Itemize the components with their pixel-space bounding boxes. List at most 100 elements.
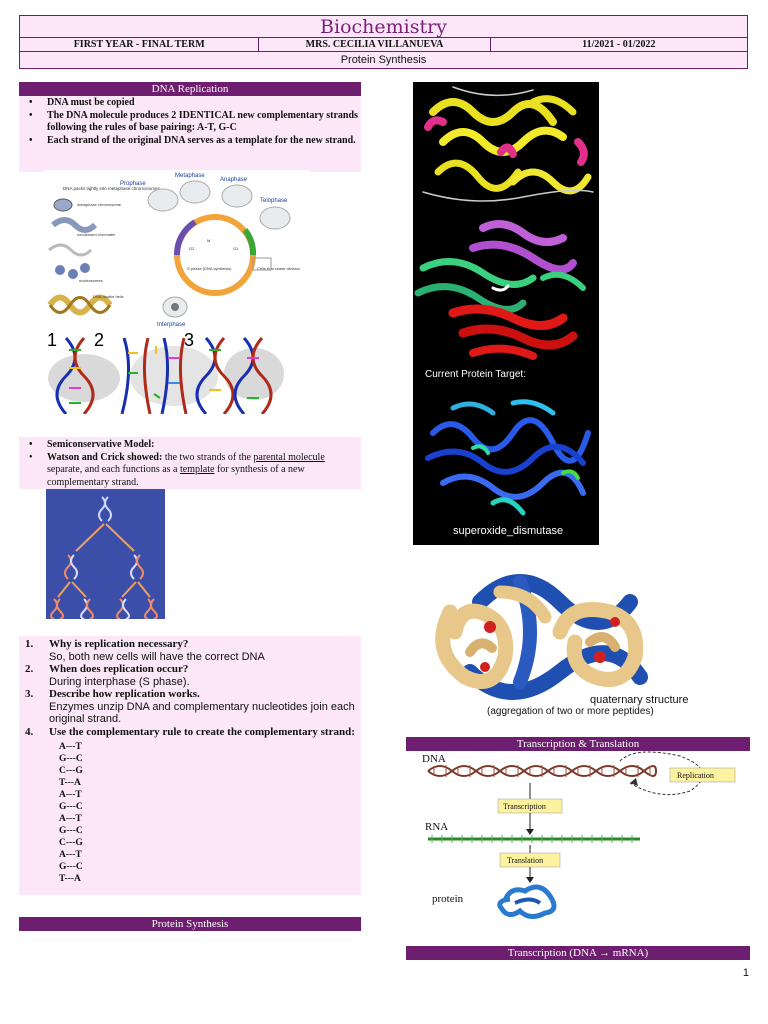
page-number: 1 <box>742 967 749 979</box>
section-bar-protein-synthesis: Protein Synthesis <box>19 917 361 931</box>
base-pair: T---A <box>59 874 81 884</box>
protein-ribbon-svg-1 <box>422 86 594 202</box>
quaternary-svg: quaternary structure (aggregation of two… <box>435 574 688 717</box>
bullet-underlined: template <box>180 464 215 475</box>
question-text: When does replication occur? <box>49 663 189 675</box>
bullet-item: Each strand of the original DNA serves a… <box>19 135 361 148</box>
section-bar-transcription: Transcription (DNA → mRNA) <box>406 946 750 960</box>
label-g2: G2 <box>189 246 195 251</box>
question-text: Why is replication necessary? <box>49 638 189 650</box>
answer-text: So, both new cells will have the correct… <box>49 650 265 663</box>
base-pair: T---A <box>59 778 81 788</box>
replication-bullet-list: DNA must be copied The DNA molecule prod… <box>19 96 361 147</box>
semiconservative-svg <box>50 496 158 619</box>
bullet-text: separate, and each functions as a <box>47 464 180 475</box>
step-number-1: 1 <box>47 330 57 350</box>
bullet-item: DNA must be copied <box>19 97 361 110</box>
bullet-item: Semiconservative Model: <box>19 439 361 452</box>
central-dogma-svg: DNA Replication Transcription RNA Transl… <box>422 751 736 919</box>
questions-list: 1. Why is replication necessary?So, both … <box>19 636 361 738</box>
label-dna: DNA <box>422 753 446 765</box>
step-number-2: 2 <box>94 330 104 350</box>
replication-steps-svg: 1 2 3 <box>44 328 284 414</box>
question-text: Describe how replication works. <box>49 688 200 700</box>
question-item: 2. When does replication occur?During int… <box>19 663 361 688</box>
question-item: 3. Describe how replication works.Enzymes… <box>19 688 361 726</box>
semiconservative-box: Semiconservative Model: Watson and Crick… <box>19 437 361 489</box>
base-pair: G---C <box>59 826 83 836</box>
header-year: FIRST YEAR - FINAL TERM <box>20 38 260 51</box>
questions-box: 1. Why is replication necessary?So, both … <box>19 636 361 895</box>
question-number: 3. <box>25 688 34 700</box>
replication-steps-diagram: 1 2 3 <box>44 328 284 414</box>
protein-image-1 <box>413 82 599 218</box>
bullet-text: the two strands of the <box>162 451 254 463</box>
protein-ribbon-svg-3 <box>425 399 591 516</box>
label-replication: Replication <box>677 771 714 780</box>
section-bar-transcription-translation: Transcription & Translation <box>406 737 750 751</box>
label-anaphase: Anaphase <box>220 177 248 183</box>
central-dogma-diagram: DNA Replication Transcription RNA Transl… <box>420 751 750 926</box>
label-double-helix: DNA double helix <box>93 294 124 299</box>
bullet-item: Watson and Crick showed: the two strands… <box>19 452 361 490</box>
question-item: 4. Use the complementary rule to create t… <box>19 726 361 739</box>
question-number: 4. <box>25 725 34 738</box>
base-pair: C---G <box>59 838 83 848</box>
page-header: Biochemistry FIRST YEAR - FINAL TERM MRS… <box>19 15 748 69</box>
replication-bullets-box: DNA must be copied The DNA molecule prod… <box>19 96 361 172</box>
label-metaphase-chromosome: metaphase chromosome <box>77 202 122 207</box>
cell-cycle-diagram: DNA packs tightly into metaphase chromos… <box>45 170 310 328</box>
header-dates: 11/2021 - 01/2022 <box>582 39 656 50</box>
step-number-3: 3 <box>184 330 194 350</box>
header-teacher: MRS. CECILIA VILLANUEVA <box>259 38 491 51</box>
base-pairs-list: A---T G---C C---G T---A A---T G---C A---… <box>59 741 361 885</box>
base-pair: A---T <box>59 742 82 752</box>
bullet-text: for synthesis of a new complementary str… <box>47 464 305 488</box>
quaternary-caption-2: (aggregation of two or more peptides) <box>487 706 654 717</box>
label-prophase: Prophase <box>120 181 146 187</box>
quaternary-structure-diagram: quaternary structure (aggregation of two… <box>410 562 740 720</box>
label-transcription: Transcription <box>503 802 546 811</box>
question-text: Use the complementary rule to create the… <box>49 725 355 738</box>
base-pair: G---C <box>59 754 83 764</box>
label-protein: protein <box>432 893 464 905</box>
question-number: 2. <box>25 663 34 675</box>
label-g1: G1 <box>233 246 239 251</box>
label-metaphase: Metaphase <box>175 173 205 179</box>
question-item: 1. Why is replication necessary?So, both … <box>19 638 361 663</box>
base-pair: C---G <box>59 766 83 776</box>
label-s-phase: S phase (DNA synthesis) <box>187 266 232 271</box>
protein-image-3: Current Protein Target: superoxide_dismu… <box>413 363 599 545</box>
quaternary-caption-1: quaternary structure <box>590 694 688 706</box>
label-telophase: Telophase <box>260 198 288 204</box>
header-subtitle: Protein Synthesis <box>340 54 427 66</box>
cell-cycle-svg: DNA packs tightly into metaphase chromos… <box>45 170 310 328</box>
sod-caption: superoxide_dismutase <box>453 525 564 537</box>
protein-image-2 <box>413 218 599 363</box>
label-translation: Translation <box>507 856 543 865</box>
base-pair: A---T <box>59 850 82 860</box>
label-rna: RNA <box>425 821 448 833</box>
label-interphase: Interphase <box>157 322 186 328</box>
label-dna-pack: DNA packs tightly into metaphase chromos… <box>63 186 161 191</box>
label-m: M <box>207 238 210 243</box>
document-title: Biochemistry <box>20 16 747 38</box>
base-pair: A---T <box>59 790 82 800</box>
base-pair: G---C <box>59 862 83 872</box>
label-cells-no-div: Cells that cease division <box>257 266 300 271</box>
bullet-bold: Watson and Crick showed: <box>47 451 163 463</box>
answer-text: During interphase (S phase). <box>49 675 190 688</box>
header-info-row: FIRST YEAR - FINAL TERM MRS. CECILIA VIL… <box>20 38 747 52</box>
base-pair: G---C <box>59 802 83 812</box>
section-bar-dna-replication: DNA Replication <box>19 82 361 96</box>
answer-text: Enzymes unzip DNA and complementary nucl… <box>49 700 355 726</box>
semiconservative-list: Semiconservative Model: Watson and Crick… <box>19 437 361 489</box>
label-condensed: condensed chromatin <box>77 232 115 237</box>
question-number: 1. <box>25 638 34 650</box>
label-nucleosomes: nucleosomes <box>79 278 103 283</box>
bullet-item: The DNA molecule produces 2 IDENTICAL ne… <box>19 110 361 135</box>
protein-ribbon-svg-2 <box>414 220 586 360</box>
base-pair: A---T <box>59 814 82 824</box>
current-target-caption: Current Protein Target: <box>425 369 526 380</box>
bullet-underlined: parental molecule <box>253 451 325 463</box>
